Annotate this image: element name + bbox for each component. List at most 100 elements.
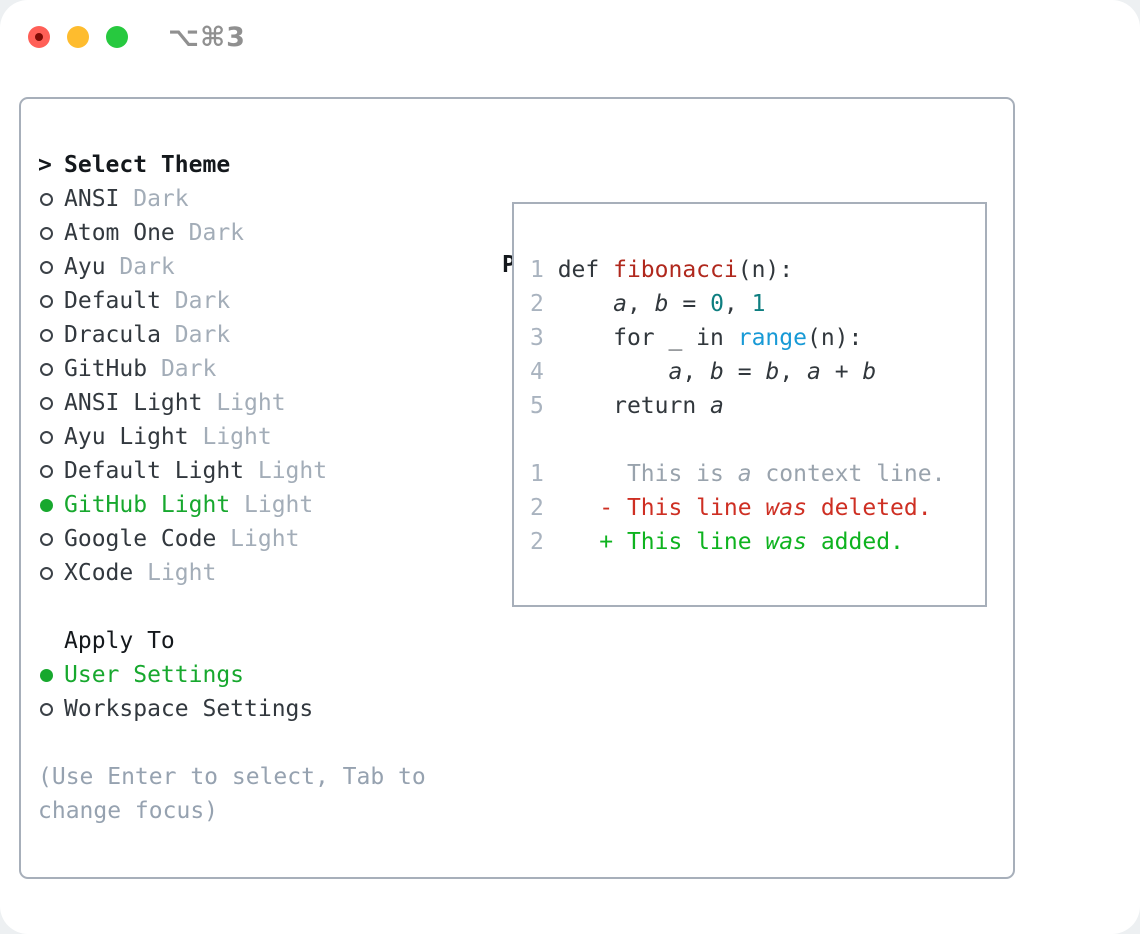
code-token-variable: b bbox=[765, 359, 780, 385]
code-token-added_em: was bbox=[765, 529, 807, 555]
code-token-lineno: 5 bbox=[530, 393, 558, 419]
close-dot-icon bbox=[35, 33, 43, 41]
code-token-number: 1 bbox=[751, 291, 766, 317]
code-line: 1 def fibonacci(n): bbox=[530, 253, 985, 287]
theme-option-atom-one[interactable]: Atom One Dark bbox=[38, 216, 426, 250]
prompt-icon: > bbox=[38, 152, 52, 178]
theme-option-dracula[interactable]: Dracula Dark bbox=[38, 318, 426, 352]
code-token-function: fibonacci bbox=[613, 257, 738, 283]
spacer bbox=[38, 726, 426, 760]
radio-icon bbox=[40, 328, 53, 342]
code-token-deleted: deleted. bbox=[806, 495, 932, 521]
code-token-text: , bbox=[723, 291, 752, 317]
code-token-variable: a bbox=[668, 359, 683, 385]
code-token-added: + This line bbox=[557, 529, 766, 555]
code-token-lineno: 2 bbox=[530, 291, 558, 317]
apply-to-header: Apply To bbox=[64, 628, 175, 654]
code-token-variable: a bbox=[710, 393, 724, 419]
code-token-lineno: 4 bbox=[530, 359, 558, 385]
select-theme-header: > Select Theme bbox=[38, 148, 426, 182]
code-token-text: , bbox=[626, 291, 655, 317]
option-variant-label: Dark bbox=[160, 288, 231, 314]
code-line bbox=[530, 423, 985, 457]
hint-line: (Use Enter to select, Tab to bbox=[38, 764, 426, 790]
radio-selected-icon bbox=[40, 498, 53, 512]
theme-option-ayu-light[interactable]: Ayu Light Light bbox=[38, 420, 426, 454]
code-token-text: def bbox=[557, 257, 614, 283]
code-token-lineno: 3 bbox=[530, 325, 558, 351]
code-token-text: for _ in bbox=[557, 325, 738, 351]
option-label: ANSI Light bbox=[64, 390, 203, 416]
option-variant-label: Dark bbox=[105, 254, 175, 280]
radio-icon bbox=[40, 260, 53, 274]
theme-option-github[interactable]: GitHub Dark bbox=[38, 352, 426, 386]
code-token-lineno: 1 bbox=[530, 257, 558, 283]
diff-line: 1 This is a context line. bbox=[530, 457, 985, 491]
code-token-text bbox=[558, 359, 669, 385]
option-label: GitHub bbox=[64, 356, 148, 382]
option-label: GitHub Light bbox=[64, 492, 231, 518]
theme-option-default-light[interactable]: Default Light Light bbox=[38, 454, 426, 488]
code-token-text: , bbox=[682, 359, 711, 385]
option-label: XCode bbox=[64, 560, 134, 586]
option-label: Ayu bbox=[64, 254, 106, 280]
code-token-text bbox=[558, 291, 613, 317]
code-token-variable: a bbox=[613, 291, 627, 317]
theme-option-ansi-light[interactable]: ANSI Light Light bbox=[38, 386, 426, 420]
option-label: ANSI bbox=[64, 186, 120, 212]
code-token-text: , bbox=[779, 359, 808, 385]
option-variant-label: Dark bbox=[174, 220, 245, 246]
code-token-variable: b bbox=[654, 291, 669, 317]
diff-line: 2 + This line was added. bbox=[530, 525, 985, 559]
code-token-text: + bbox=[820, 359, 863, 385]
theme-option-github-light[interactable]: GitHub Light Light bbox=[38, 488, 426, 522]
code-token-text: (n): bbox=[737, 257, 794, 283]
option-variant-label: Dark bbox=[147, 356, 217, 382]
theme-option-default[interactable]: Default Dark bbox=[38, 284, 426, 318]
code-token-context: This is bbox=[557, 461, 738, 487]
option-label: User Settings bbox=[64, 662, 245, 688]
theme-option-xcode[interactable]: XCode Light bbox=[38, 556, 426, 590]
diff-line: 2 - This line was deleted. bbox=[530, 491, 985, 525]
option-label: Dracula bbox=[64, 322, 161, 348]
theme-option-ayu[interactable]: Ayu Dark bbox=[38, 250, 426, 284]
radio-icon bbox=[40, 294, 53, 308]
minimize-button[interactable] bbox=[67, 26, 89, 48]
option-variant-label: Light bbox=[188, 424, 272, 450]
preview-pane: 1 def fibonacci(n): 2 a, b = 0, 1 3 for _ … bbox=[512, 202, 987, 607]
option-label: Atom One bbox=[64, 220, 175, 246]
option-variant-label: Dark bbox=[160, 322, 231, 348]
code-token-variable: b bbox=[710, 359, 724, 385]
select-theme-title: Select Theme bbox=[64, 152, 231, 178]
close-button[interactable] bbox=[28, 26, 50, 48]
window-title: ⌥⌘3 bbox=[168, 22, 246, 53]
option-label: Google Code bbox=[64, 526, 217, 552]
radio-icon bbox=[40, 430, 53, 444]
apply-option-workspace-settings[interactable]: Workspace Settings bbox=[38, 692, 426, 726]
code-token-number: 0 bbox=[710, 291, 724, 317]
option-variant-label: Light bbox=[202, 390, 286, 416]
option-label: Default bbox=[64, 288, 161, 314]
option-variant-label: Light bbox=[230, 492, 314, 518]
titlebar: ⌥⌘3 bbox=[0, 0, 1140, 74]
code-token-text: = bbox=[723, 359, 766, 385]
radio-icon bbox=[40, 362, 53, 376]
radio-icon bbox=[40, 702, 53, 716]
apply-option-user-settings[interactable]: User Settings bbox=[38, 658, 426, 692]
code-line: 3 for _ in range(n): bbox=[530, 321, 985, 355]
theme-option-ansi[interactable]: ANSI Dark bbox=[38, 182, 426, 216]
theme-option-google-code[interactable]: Google Code Light bbox=[38, 522, 426, 556]
radio-icon bbox=[40, 464, 53, 478]
option-label: Default Light bbox=[64, 458, 245, 484]
radio-icon bbox=[40, 226, 53, 240]
code-token-text: return bbox=[557, 393, 711, 419]
radio-icon bbox=[40, 396, 53, 410]
spacer bbox=[38, 590, 426, 624]
code-token-lineno: 2 bbox=[530, 529, 558, 555]
maximize-button[interactable] bbox=[106, 26, 128, 48]
code-token-added: added. bbox=[806, 529, 904, 555]
